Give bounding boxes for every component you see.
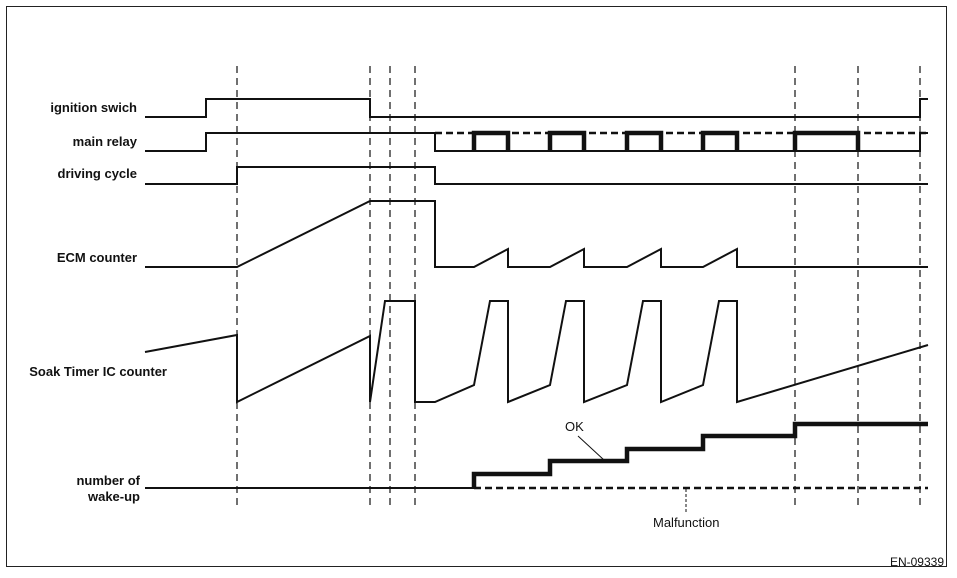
malfunction-annotation: Malfunction (653, 515, 719, 530)
ok-annotation: OK (565, 419, 584, 434)
wakeup-label-line2: wake-up (87, 489, 140, 504)
soak-timer-signal (144, 300, 929, 404)
main-relay-signal (145, 132, 928, 152)
main-relay-pulses (471, 130, 861, 151)
wakeup-ok-staircase (471, 421, 928, 488)
driving-cycle-label: driving cycle (58, 166, 137, 181)
ecm-counter-signal (145, 200, 928, 268)
figure-code: EN-09339 (890, 555, 944, 569)
soak-timer-label: Soak Timer IC counter (29, 364, 167, 379)
diagram-frame (6, 6, 947, 567)
relay-pulse (547, 130, 587, 151)
relay-pulse (792, 130, 861, 151)
relay-pulse (700, 130, 740, 151)
ignition-signal (145, 98, 928, 118)
relay-pulse (624, 130, 664, 151)
driving-cycle-signal (145, 166, 928, 185)
relay-pulse (471, 130, 511, 151)
ignition-label: ignition swich (50, 100, 137, 115)
ok-leader-line (577, 435, 605, 461)
ecm-counter-label: ECM counter (57, 250, 137, 265)
main-relay-label: main relay (73, 134, 138, 149)
wakeup-label-line1: number of (76, 473, 140, 488)
